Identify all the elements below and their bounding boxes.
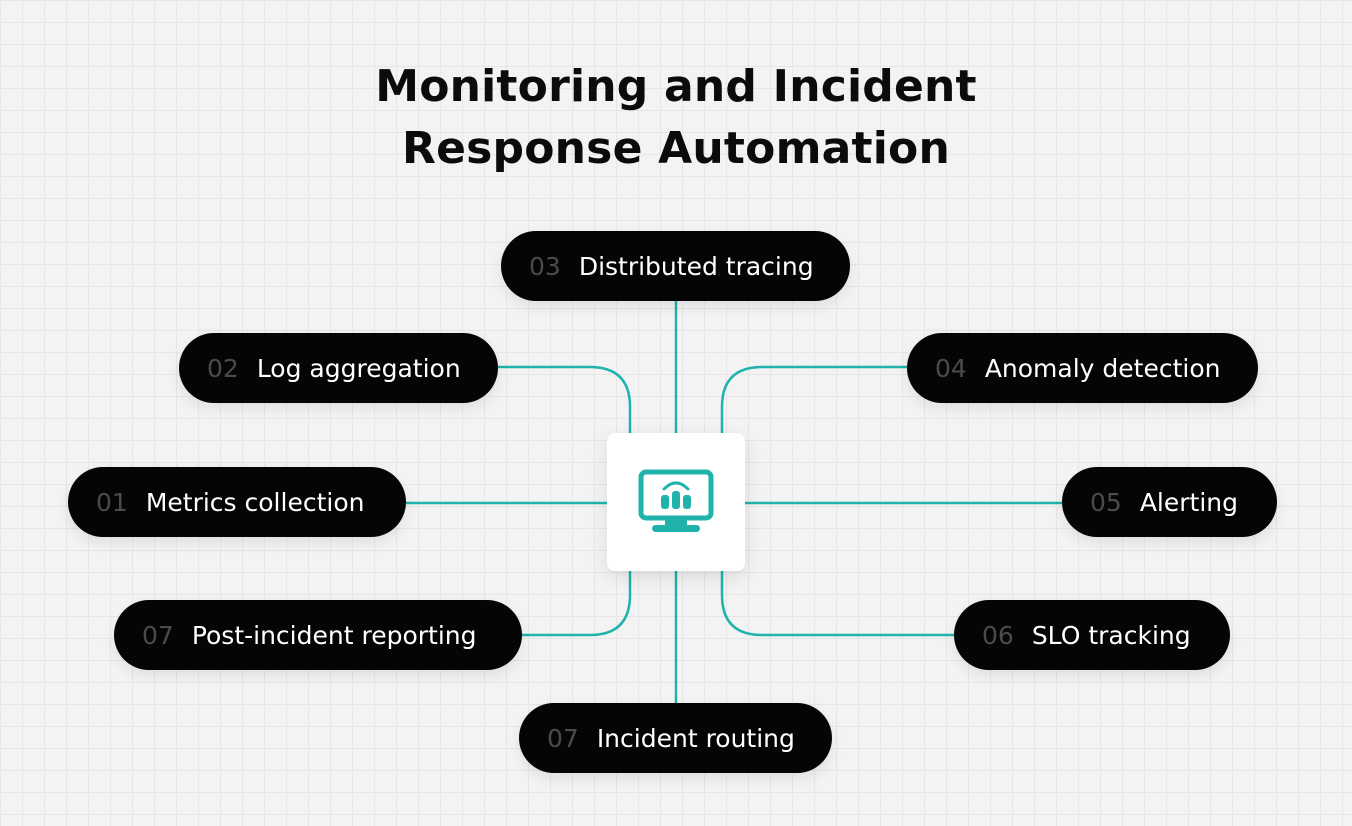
node-anomaly-detection: 04 Anomaly detection — [907, 333, 1258, 403]
connector-log-aggregation — [497, 365, 632, 433]
title-line-2: Response Automation — [402, 123, 950, 174]
node-label: Anomaly detection — [984, 353, 1221, 383]
node-label: Distributed tracing — [578, 251, 814, 281]
connector-anomaly-detection — [720, 365, 907, 433]
node-alerting: 05 Alerting — [1062, 467, 1277, 537]
connector-post-incident-reporting — [521, 571, 632, 637]
node-label: Post-incident reporting — [191, 620, 477, 650]
node-post-incident-reporting: 07 Post-incident reporting — [114, 600, 522, 670]
node-label: Incident routing — [596, 723, 795, 753]
title-line-1: Monitoring and Incident — [375, 61, 977, 112]
node-number: 03 — [529, 251, 561, 281]
node-number: 06 — [982, 620, 1014, 650]
hub-card — [607, 433, 745, 571]
node-log-aggregation: 02 Log aggregation — [179, 333, 498, 403]
node-label: Metrics collection — [145, 487, 365, 517]
node-label: Alerting — [1139, 487, 1238, 517]
node-number: 05 — [1090, 487, 1122, 517]
monitor-chart-icon — [638, 469, 714, 532]
node-distributed-tracing: 03 Distributed tracing — [501, 231, 850, 301]
node-label: SLO tracking — [1031, 620, 1191, 650]
node-number: 07 — [547, 723, 579, 753]
node-slo-tracking: 06 SLO tracking — [954, 600, 1230, 670]
node-label: Log aggregation — [256, 353, 461, 383]
page-title: Monitoring and Incident Response Automat… — [0, 56, 1352, 180]
node-metrics-collection: 01 Metrics collection — [68, 467, 406, 537]
node-number: 01 — [96, 487, 128, 517]
node-number: 07 — [142, 620, 174, 650]
node-incident-routing: 07 Incident routing — [519, 703, 832, 773]
node-number: 02 — [207, 353, 239, 383]
node-number: 04 — [935, 353, 967, 383]
connector-slo-tracking — [720, 571, 955, 637]
